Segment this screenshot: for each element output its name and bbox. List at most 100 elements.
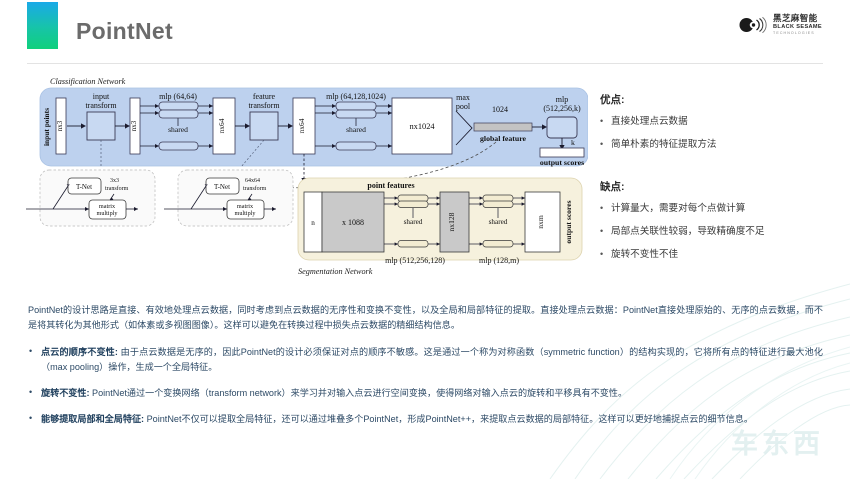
mlp-64-128-1024-layer-1	[335, 101, 377, 111]
header-accent-block	[27, 2, 58, 49]
seg-mlp-1-layer-3	[397, 240, 429, 248]
cons-title: 缺点:	[600, 180, 625, 193]
output-scores-label-cls: output scores	[540, 158, 584, 167]
pros-title: 优点:	[600, 94, 625, 106]
mlp-64-64-layer-1	[158, 101, 199, 111]
tnet-3x3-matrix-multiply-box	[88, 199, 127, 220]
panel-spacer	[600, 162, 840, 179]
tnet-64x64-group: T-Net 64x64 transform matrix multiply	[164, 169, 294, 227]
tnet-3x3-matrix-line2: multiply	[97, 210, 119, 217]
block-nx128-label: nx128	[447, 212, 456, 231]
seg-shared-label-1: shared	[404, 218, 423, 226]
block-nx64-a-label: nx64	[217, 118, 226, 133]
maxpool-label-line2: pool	[456, 102, 471, 111]
mlp-512-256-128-label: mlp (512,256,128)	[385, 256, 445, 265]
block-nx3-transformed	[129, 97, 141, 155]
bullet-term: 能够提取局部和全局特征:	[41, 413, 145, 424]
arrowhead-3	[245, 123, 250, 129]
list-item: 计算量大，需要对每个点做计算	[600, 202, 840, 216]
arrowhead-4	[288, 123, 293, 129]
block-nx1024	[391, 97, 453, 155]
black-sesame-logo-icon	[739, 16, 767, 33]
block-n-label: n	[311, 219, 315, 227]
cons-list: 计算量大，需要对每个点做计算 局部点关联性较弱，导致精确度不足 旋转不变性不佳	[600, 202, 840, 262]
tnet-64x64-transform-line2: transform	[243, 185, 267, 192]
header-divider	[27, 63, 823, 64]
tnet-3x3-arrowheads	[66, 184, 138, 211]
logo-subtitle: TECHNOLOGIES	[773, 31, 815, 36]
segmentation-network-group: Segmentation Network point features n x …	[297, 177, 583, 276]
list-item: 直接处理点云数据	[600, 115, 840, 129]
architecture-diagram: Classification Network input points nx3 …	[26, 77, 588, 276]
tnet-64x64-transform-line1: 64x64	[245, 178, 260, 184]
block-nx3-input	[55, 97, 67, 155]
output-scores-label-seg: output scores	[564, 200, 573, 243]
bullet-term: 点云的顺序不变性:	[41, 347, 118, 358]
block-x1088-label: x 1088	[342, 218, 364, 227]
feature-transform-label-line2: transform	[248, 101, 280, 110]
arrowhead-6	[559, 145, 565, 150]
logo-wordmark: 黑芝麻智能 BLACK SESAME TECHNOLOGIES	[773, 14, 822, 36]
mlp-512-256-k-label-line1: mlp	[556, 95, 568, 104]
mlp-512-256-k-label-line2: (512,256,k)	[543, 104, 581, 113]
input-points-label: input points	[42, 108, 51, 146]
block-nx1024-label: nx1024	[409, 122, 435, 131]
pros-cons-panel: 优点: 直接处理点云数据 简单朴素的特征提取方法 缺点: 计算量大，需要对每个点…	[600, 92, 840, 272]
bullet-text: PointNet不仅可以提取全局特征，还可以通过堆叠多个PointNet，形成P…	[146, 413, 753, 424]
seg-mlp-2-arrowheads	[479, 196, 525, 246]
maxpool-funnel-icon	[455, 110, 473, 146]
tnet-64x64-matrix-line1: matrix	[237, 203, 254, 210]
global-feature-label: global feature	[480, 134, 527, 143]
block-mlp-512-256-k	[546, 116, 578, 139]
bullet-text: PointNet通过一个变换网络（transform network）来学习并对…	[92, 387, 628, 398]
mlp-64-128-1024-layer-2	[335, 109, 377, 119]
seg-mlp-2-layer-2	[482, 200, 514, 208]
mlp-64-128-1024-shared-label: shared	[346, 125, 366, 134]
feature-transform-label-line1: feature	[253, 92, 276, 101]
tnet-3x3-wires	[26, 185, 138, 210]
global-feature-dim-label: 1024	[492, 105, 508, 114]
arrowhead-2	[125, 123, 130, 129]
explanation-bullets: 点云的顺序不变性: 由于点云数据是无序的，因此PointNet的设计必须保证对点…	[28, 344, 824, 426]
mlp-128-m-label: mlp (128,m)	[479, 256, 519, 265]
page-title: PointNet	[76, 18, 173, 44]
tnet-3x3-transform-line2: transform	[105, 185, 129, 192]
seg-shared-label-2: shared	[489, 218, 508, 226]
seg-mlp-1-layer-1	[397, 194, 429, 202]
list-item: 点云的顺序不变性: 由于点云数据是无序的，因此PointNet的设计必须保证对点…	[28, 344, 824, 374]
logo-english-name: BLACK SESAME	[773, 23, 822, 30]
seg-mlp-2-layer-1	[482, 194, 514, 202]
block-nx64-b-label: nx64	[297, 118, 306, 133]
tnet-3x3-matrix-line1: matrix	[99, 203, 116, 210]
tnet-64x64-matrix-line2: multiply	[235, 210, 257, 217]
tnet-64x64-name: T-Net	[214, 183, 230, 191]
connector-feature-transform-tnet	[240, 139, 265, 168]
tnet-3x3-group: T-Net 3x3 transform matrix multiply	[26, 169, 156, 227]
block-nxm	[524, 191, 561, 253]
block-nx3-transformed-label: nx3	[130, 120, 138, 131]
list-item: 简单朴素的特征提取方法	[600, 138, 840, 152]
company-logo: 黑芝麻智能 BLACK SESAME TECHNOLOGIES	[738, 14, 822, 36]
seg-mlp-2-layer-3	[482, 240, 514, 248]
output-k-label: k	[571, 138, 575, 147]
bullet-text: 由于点云数据是无序的，因此PointNet的设计必须保证对点的顺序不敏感。这是通…	[41, 347, 824, 373]
list-item: 局部点关联性较弱，导致精确度不足	[600, 225, 840, 239]
tnet-3x3-transform-line1: 3x3	[110, 178, 119, 184]
input-transform-label-line1: input	[93, 92, 110, 101]
mlp-64-128-1024-arrowheads	[332, 104, 392, 148]
mlp-64-64-layer-2	[158, 109, 199, 119]
block-output-scores-cls	[539, 147, 585, 158]
pros-list: 直接处理点云数据 简单朴素的特征提取方法	[600, 115, 840, 152]
logo-chinese-name: 黑芝麻智能	[773, 13, 818, 23]
arrowhead-5	[542, 124, 547, 130]
explanation-section: PointNet的设计思路是直接、有效地处理点云数据，同时考虑到点云数据的无序性…	[28, 303, 823, 437]
tnet-3x3-name: T-Net	[76, 183, 92, 191]
intro-paragraph: PointNet的设计思路是直接、有效地处理点云数据，同时考虑到点云数据的无序性…	[28, 305, 823, 330]
seg-mlp-1-layer-2	[397, 200, 429, 208]
mlp-64-128-1024-label: mlp (64,128,1024)	[326, 92, 386, 101]
bullet-term: 旋转不变性:	[41, 387, 90, 398]
block-nxm-label: nxm	[536, 215, 545, 229]
list-item: 旋转不变性: PointNet通过一个变换网络（transform networ…	[28, 385, 823, 401]
block-global-feature-bar	[473, 122, 533, 132]
